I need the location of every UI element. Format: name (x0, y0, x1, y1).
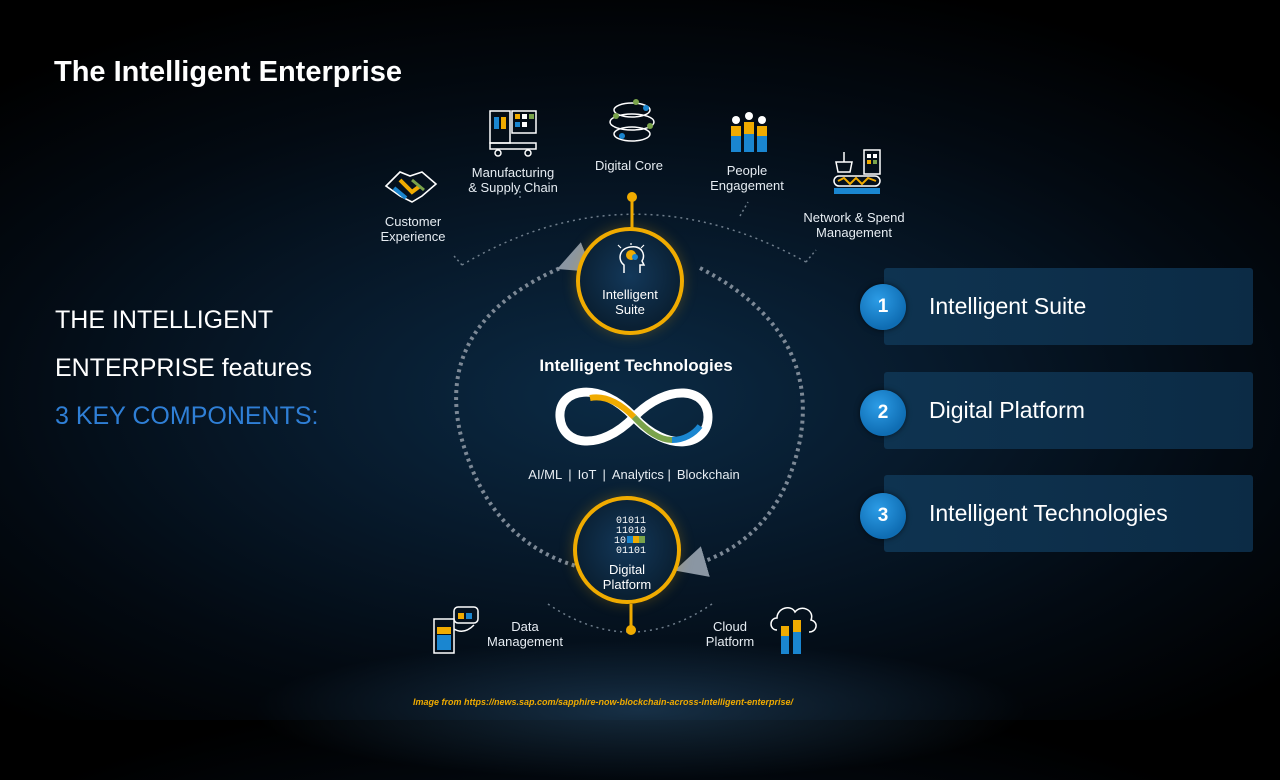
tech-analytics: Analytics | (611, 467, 671, 482)
factory-icon (489, 110, 537, 157)
infinity-icon (555, 387, 713, 447)
svg-text:01101: 01101 (616, 546, 646, 556)
intro-line-1: THE INTELLIGENT (55, 306, 274, 334)
svg-text:11010: 11010 (616, 526, 646, 537)
cloud-icon (770, 607, 817, 654)
right-cycle-arc (674, 266, 805, 577)
intelligent-technologies-title: Intelligent Technologies (539, 356, 733, 375)
page-title: The Intelligent Enterprise (54, 56, 403, 88)
digital-core-icon (609, 99, 655, 142)
left-cycle-arc (454, 242, 593, 568)
people-icon (731, 112, 767, 152)
technologies-list: AI/ML | IoT | Analytics | Blockchain (525, 467, 742, 482)
component-label-1: Intelligent Suite (929, 293, 1087, 319)
intro-line-2: ENTERPRISE features (55, 354, 313, 382)
handshake-icon (384, 171, 438, 203)
component-badge-3: 3 (860, 493, 906, 539)
intro-line-3: 3 KEY COMPONENTS: (55, 402, 319, 430)
platform-connector-dot (626, 625, 636, 635)
digital-core-label: Digital Core (595, 158, 663, 173)
tick-customer (453, 255, 463, 266)
platform-label-1: Digital (608, 562, 646, 577)
component-card-3: Intelligent Technologies (884, 475, 1253, 552)
binary-code-icon: 01011 11010 10 01101 (614, 516, 646, 556)
digital-platform-node: 01011 11010 10 01101 Digital Platform (573, 496, 681, 604)
diagram-lines (453, 190, 817, 635)
component-badge-2: 2 (860, 390, 906, 436)
intelligent-suite-node: Intelligent Suite (576, 227, 684, 335)
tech-aiml: AI/ML (528, 467, 563, 482)
tech-iot: IoT (577, 467, 597, 482)
manufacturing-label: Manufacturing& Supply Chain (468, 165, 558, 195)
intro-text: THE INTELLIGENT ENTERPRISE features 3 KE… (55, 296, 319, 440)
component-badge-1: 1 (860, 284, 906, 330)
network-spend-icon (833, 149, 881, 194)
component-card-2: Digital Platform (884, 372, 1253, 449)
tech-blockchain: Blockchain (676, 467, 740, 482)
tech-sep-2: | (602, 467, 606, 482)
tick-network (805, 249, 817, 263)
suite-label-2: Suite (615, 302, 645, 317)
data-management-icon (433, 606, 479, 654)
component-card-1: Intelligent Suite (884, 268, 1253, 345)
platform-label-2: Platform (602, 577, 652, 592)
image-source-caption: Image from https://news.sap.com/sapphire… (412, 697, 794, 707)
component-label-3: Intelligent Technologies (929, 500, 1168, 526)
tick-people (739, 201, 749, 217)
component-label-2: Digital Platform (929, 397, 1085, 423)
tech-sep-1: | (568, 467, 572, 482)
suite-label-1: Intelligent (602, 287, 658, 302)
svg-text:10: 10 (614, 536, 626, 547)
suite-connector-dot (627, 192, 637, 202)
brain-head-icon (617, 243, 646, 273)
svg-text:01011: 01011 (616, 516, 646, 527)
